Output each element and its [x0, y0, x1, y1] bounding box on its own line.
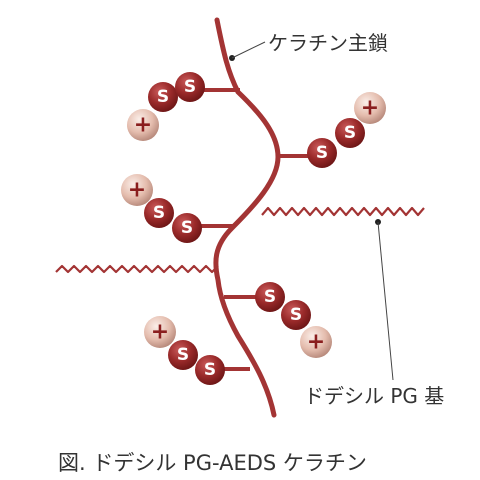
sulfur-ball	[281, 300, 311, 330]
sulfur-symbol: S	[153, 203, 165, 223]
sulfur-symbol: S	[344, 123, 356, 143]
sulfur-ball	[172, 213, 202, 243]
sulfur-symbol: S	[264, 287, 276, 307]
figure-caption: 図. ドデシル PG-AEDS ケラチン	[58, 451, 367, 475]
ss-group-5: + S S	[144, 316, 225, 385]
sulfur-ball	[255, 282, 285, 312]
dodecyl-chain-right	[261, 206, 425, 217]
sulfur-symbol: S	[316, 143, 328, 163]
sulfur-symbol: S	[184, 77, 196, 97]
sulfur-symbol: S	[290, 305, 302, 325]
sulfur-ball	[175, 72, 205, 102]
cation-symbol: +	[128, 178, 146, 203]
sulfur-ball	[168, 340, 198, 370]
ss-group-3: + S S	[121, 174, 202, 243]
cation-ball	[127, 109, 159, 141]
side-group-leader-line	[377, 221, 394, 381]
side-group-label: ドデシル PG 基	[304, 384, 444, 408]
sulfur-ball	[335, 118, 365, 148]
sulfur-symbol: S	[157, 87, 169, 107]
keratin-main-chain	[213, 17, 281, 418]
dodecyl-chain-left	[55, 264, 219, 274]
main-chain-label: ケラチン主鎖	[268, 31, 388, 55]
ss-group-2: + S S	[307, 92, 386, 168]
sulfur-ball	[307, 138, 337, 168]
cation-symbol: +	[361, 96, 379, 121]
sulfur-symbol: S	[177, 345, 189, 365]
sulfur-symbol: S	[181, 218, 193, 238]
sulfur-ball	[144, 198, 174, 228]
cation-symbol: +	[307, 330, 325, 355]
cation-symbol: +	[151, 320, 169, 345]
sulfur-ball	[195, 355, 225, 385]
ss-group-4: S S +	[255, 282, 332, 358]
main-chain-leader-line	[231, 41, 266, 59]
sulfur-ball	[148, 82, 178, 112]
sulfur-symbol: S	[204, 360, 216, 380]
cation-ball	[354, 92, 386, 124]
ss-group-1: + S S	[127, 72, 205, 141]
cation-ball	[300, 326, 332, 358]
cation-symbol: +	[134, 113, 152, 138]
cation-ball	[121, 174, 153, 206]
cation-ball	[144, 316, 176, 348]
